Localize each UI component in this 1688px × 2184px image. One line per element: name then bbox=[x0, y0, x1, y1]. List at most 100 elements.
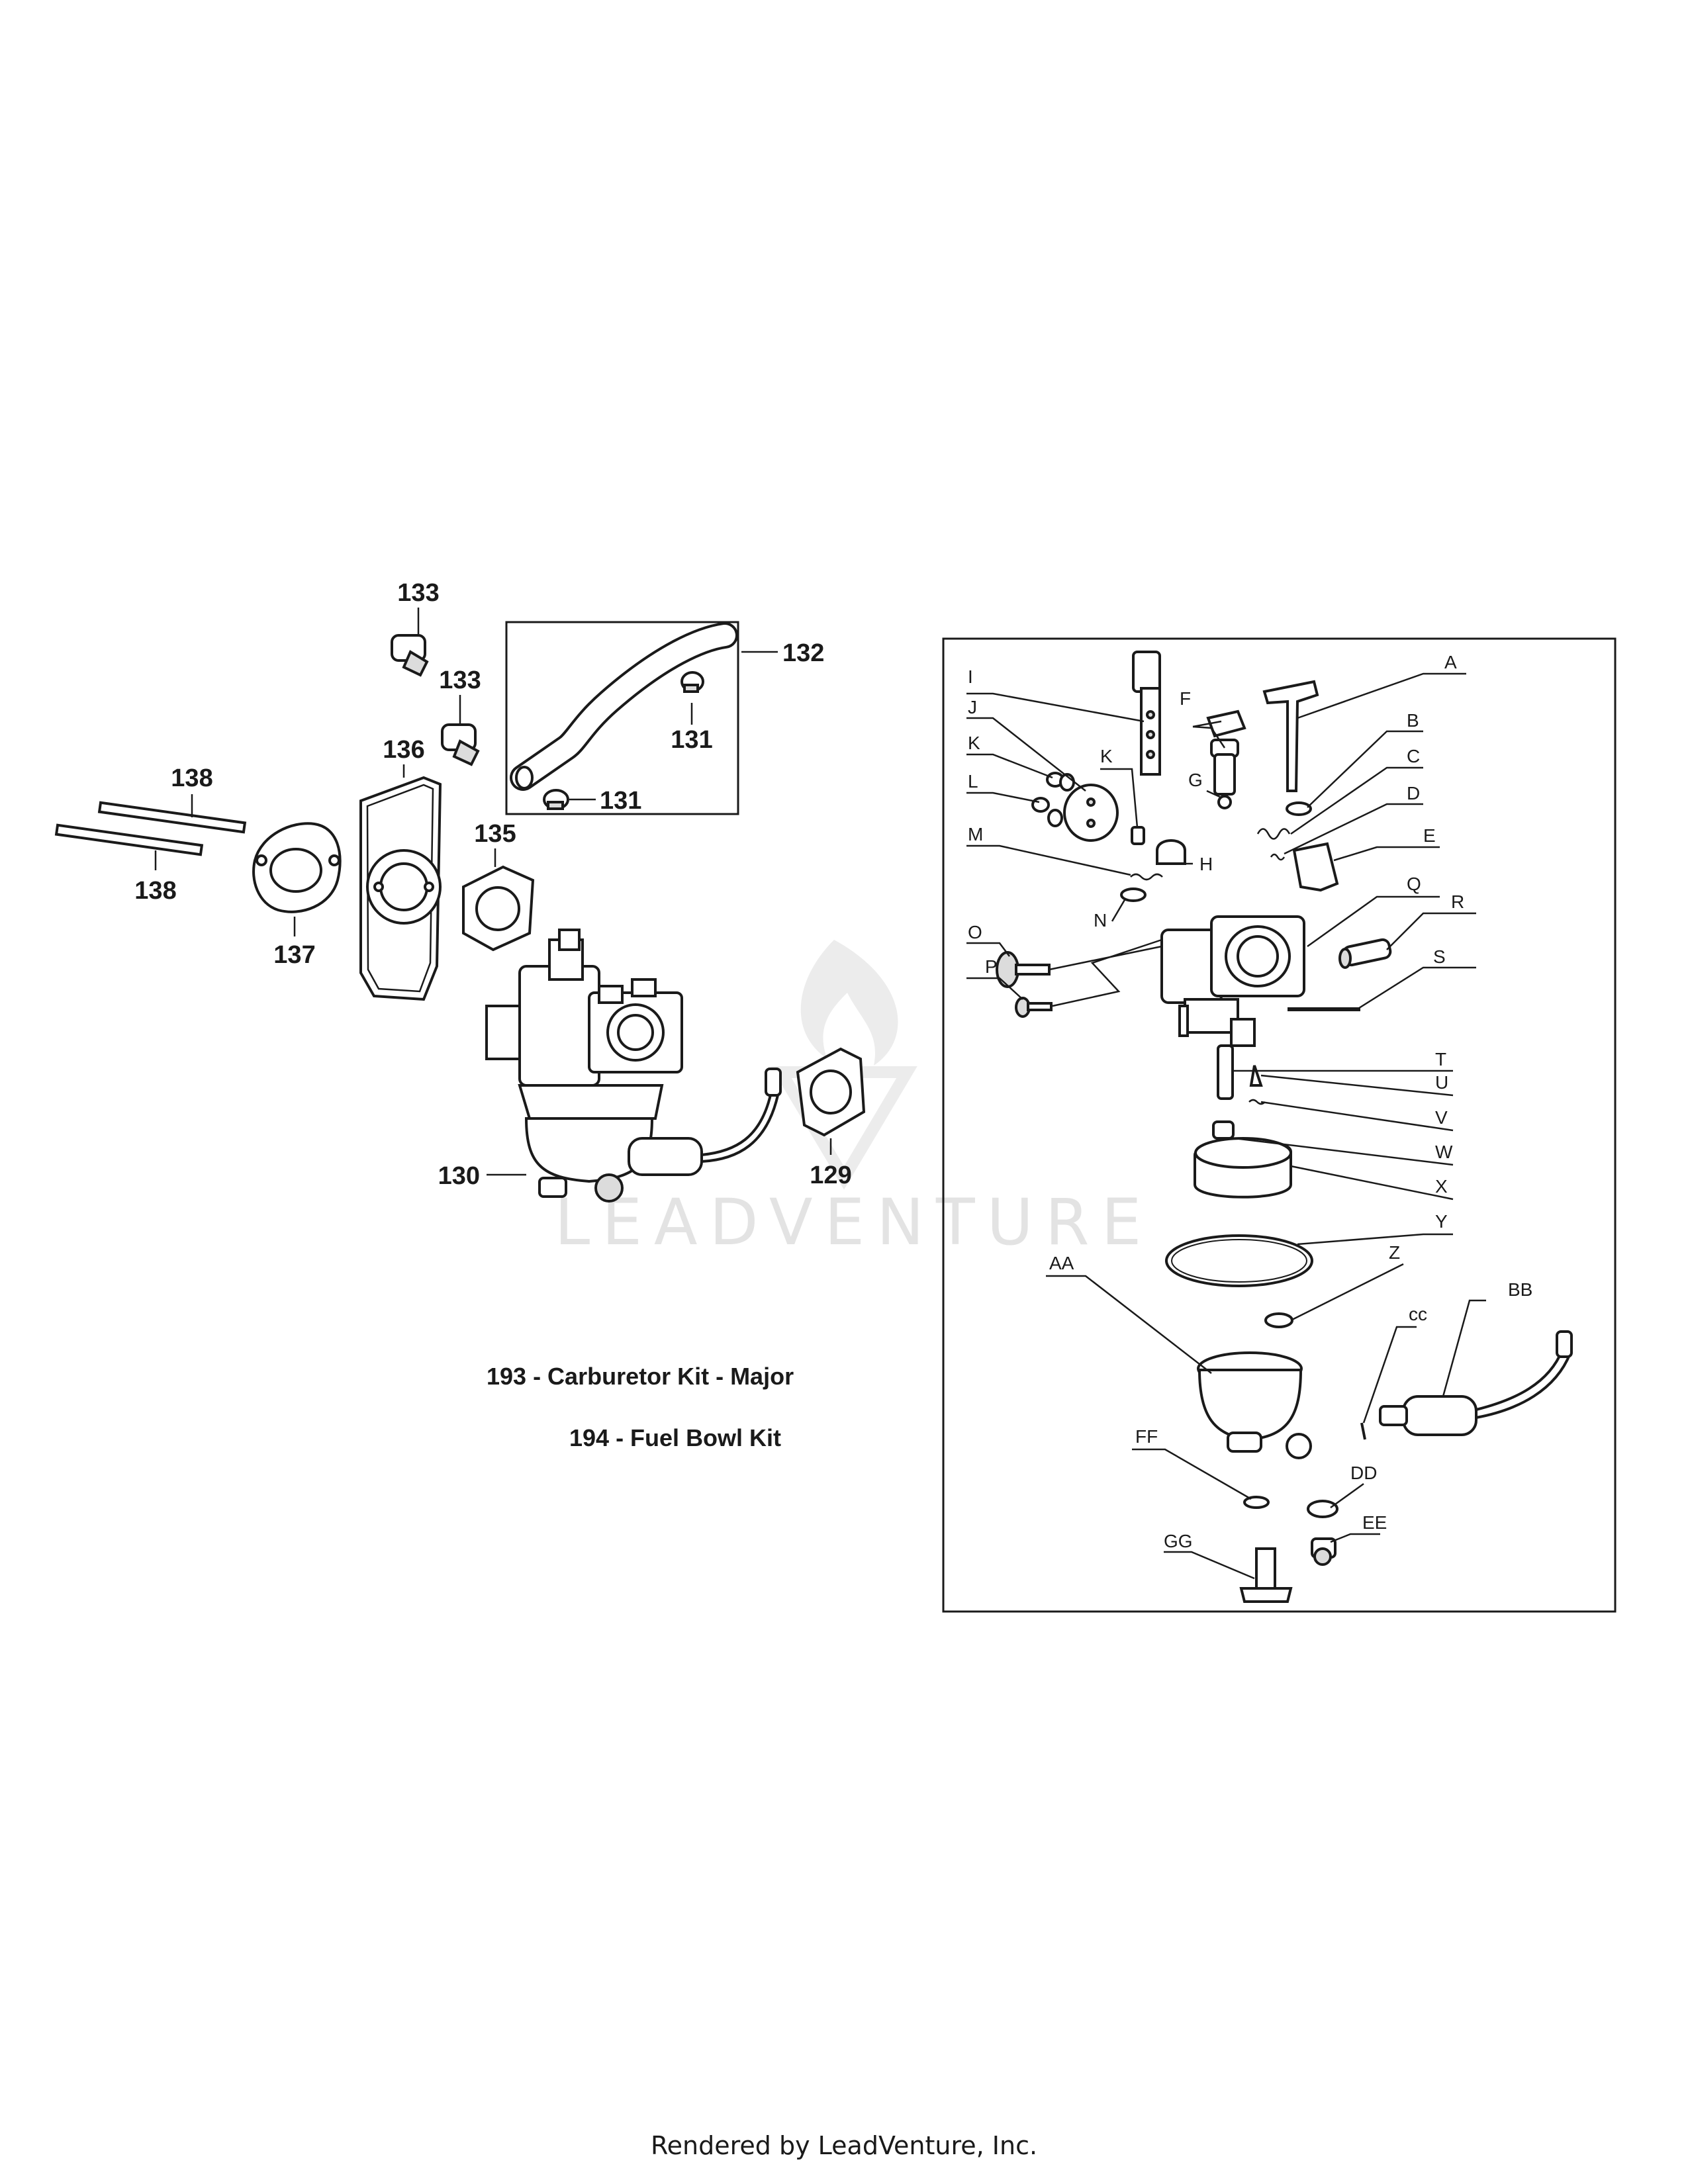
label-cc: cc bbox=[1409, 1304, 1427, 1324]
label-FF: FF bbox=[1135, 1426, 1158, 1447]
part-B-washer bbox=[1286, 801, 1312, 816]
gasket-136 bbox=[359, 776, 442, 1001]
label-D: D bbox=[1407, 783, 1420, 803]
fuel-line-box bbox=[505, 621, 739, 815]
part-Q-carb-body bbox=[1160, 915, 1305, 1047]
part-K-small-screw bbox=[1131, 826, 1145, 845]
label-H: H bbox=[1199, 854, 1213, 874]
callout-131a: 131 bbox=[671, 726, 712, 754]
label-T: T bbox=[1435, 1049, 1446, 1069]
part-P-screw bbox=[1015, 997, 1053, 1018]
part-C-spring bbox=[1256, 828, 1291, 840]
label-W: W bbox=[1435, 1142, 1453, 1162]
part-T-tube bbox=[1217, 1044, 1234, 1100]
part-N-washer bbox=[1120, 887, 1147, 902]
part-I-throttle-shaft bbox=[1132, 651, 1161, 776]
part-L-ring bbox=[1047, 809, 1063, 827]
fuel-line-132 bbox=[510, 622, 738, 791]
watermark-flame-icon bbox=[800, 940, 898, 1066]
part-L-screw bbox=[1031, 797, 1050, 813]
part-V-spring bbox=[1248, 1099, 1266, 1105]
part-J-throttle-plate bbox=[1063, 784, 1119, 842]
clamp-133-lower bbox=[441, 723, 480, 766]
kit-194-label: 194 - Fuel Bowl Kit bbox=[569, 1424, 781, 1451]
label-O: O bbox=[968, 922, 982, 942]
part-M-spring bbox=[1130, 873, 1163, 881]
label-E: E bbox=[1423, 825, 1436, 846]
label-DD: DD bbox=[1350, 1463, 1377, 1483]
kit-193-label: 193 - Carburetor Kit - Major bbox=[487, 1363, 794, 1390]
part-A-choke-shaft bbox=[1262, 680, 1319, 792]
watermark: LEADVENTURE bbox=[555, 940, 1153, 1259]
label-G: G bbox=[1188, 770, 1203, 790]
part-Y-gasket-inner bbox=[1171, 1239, 1307, 1283]
label-P: P bbox=[985, 956, 998, 977]
part-F-jet bbox=[1206, 709, 1246, 809]
part-U-needle bbox=[1249, 1065, 1263, 1087]
label-R: R bbox=[1451, 891, 1464, 912]
carburetor-130 bbox=[485, 929, 782, 1203]
label-Z: Z bbox=[1389, 1242, 1400, 1263]
callout-129: 129 bbox=[810, 1161, 851, 1189]
callout-135: 135 bbox=[474, 820, 516, 848]
label-U: U bbox=[1435, 1072, 1448, 1093]
part-GG-bolt bbox=[1239, 1547, 1293, 1603]
label-K2: K bbox=[1100, 746, 1113, 766]
callout-133b: 133 bbox=[439, 666, 481, 694]
label-AA: AA bbox=[1049, 1253, 1074, 1273]
callout-131b: 131 bbox=[600, 787, 641, 815]
part-O-idle-screw bbox=[996, 951, 1051, 988]
callout-138a: 138 bbox=[171, 764, 212, 792]
part-DD-washer bbox=[1307, 1500, 1338, 1518]
hose-clamp-131-lower bbox=[542, 789, 570, 810]
label-B: B bbox=[1407, 710, 1419, 731]
label-C: C bbox=[1407, 746, 1420, 766]
stud-138-upper bbox=[97, 801, 247, 834]
clamp-133-upper bbox=[391, 634, 429, 677]
part-W-jet bbox=[1212, 1120, 1235, 1140]
part-Y-gasket bbox=[1165, 1234, 1313, 1287]
label-GG: GG bbox=[1164, 1531, 1193, 1551]
gasket-129 bbox=[796, 1047, 866, 1137]
part-EE-screw bbox=[1311, 1537, 1336, 1566]
part-cc-pin bbox=[1360, 1422, 1366, 1440]
label-K1: K bbox=[968, 733, 980, 753]
callout-132: 132 bbox=[782, 639, 824, 667]
part-R-tube bbox=[1338, 938, 1392, 969]
gasket-135 bbox=[462, 865, 535, 952]
label-EE: EE bbox=[1362, 1512, 1387, 1533]
label-Y: Y bbox=[1435, 1211, 1448, 1232]
label-N: N bbox=[1094, 910, 1107, 931]
label-V: V bbox=[1435, 1107, 1448, 1128]
stud-138-lower bbox=[54, 823, 204, 856]
part-FF-washer bbox=[1243, 1496, 1270, 1509]
part-BB-solenoid bbox=[1379, 1330, 1573, 1436]
part-D-spring bbox=[1270, 853, 1286, 861]
watermark-text: LEADVENTURE bbox=[555, 1185, 1153, 1259]
exploded-view-box bbox=[942, 637, 1617, 1613]
label-M: M bbox=[968, 824, 983, 844]
label-BB: BB bbox=[1508, 1279, 1532, 1300]
label-Q: Q bbox=[1407, 874, 1421, 894]
label-F: F bbox=[1180, 688, 1191, 709]
part-Z-washer bbox=[1264, 1312, 1293, 1328]
hose-clamp-131-upper bbox=[680, 671, 705, 693]
label-L: L bbox=[968, 771, 978, 792]
leader-lines-right bbox=[966, 672, 1486, 1580]
label-I: I bbox=[968, 666, 973, 687]
footer-credit: Rendered by LeadVenture, Inc. bbox=[651, 2131, 1037, 2160]
callout-137: 137 bbox=[273, 941, 315, 969]
label-X: X bbox=[1435, 1176, 1448, 1197]
part-AA-fuel-bowl bbox=[1197, 1351, 1312, 1459]
gasket-137 bbox=[252, 822, 342, 913]
part-H-cap bbox=[1156, 839, 1186, 865]
label-S: S bbox=[1433, 946, 1446, 967]
part-E-plate bbox=[1292, 842, 1339, 892]
label-A: A bbox=[1444, 652, 1457, 672]
callout-136: 136 bbox=[383, 736, 424, 764]
callout-130: 130 bbox=[438, 1162, 480, 1190]
part-X-float bbox=[1194, 1137, 1292, 1199]
label-J: J bbox=[968, 697, 977, 717]
callout-133a: 133 bbox=[397, 579, 439, 607]
